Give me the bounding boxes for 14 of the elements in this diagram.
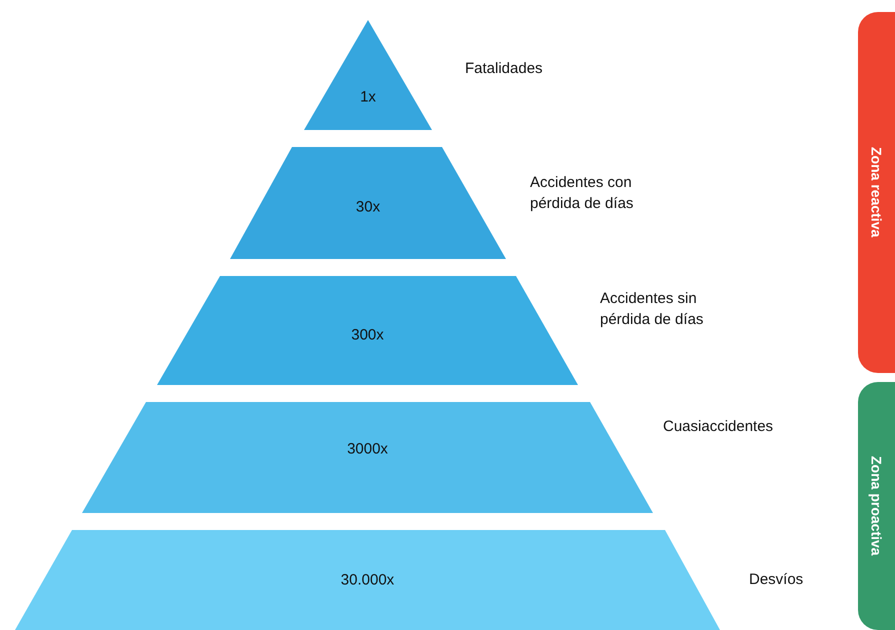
tier-caption: Accidentes sin pérdida de días — [600, 289, 704, 330]
zone-label: Zona reactiva — [868, 147, 884, 238]
tier-caption: Fatalidades — [465, 59, 544, 79]
ratio-label: 300x — [351, 326, 384, 344]
ratio-label: 1x — [360, 88, 376, 106]
zone-band — [858, 12, 895, 373]
zone-label: Zona proactiva — [868, 456, 884, 556]
tier-caption: Desvíos — [749, 570, 804, 590]
ratio-label: 30x — [356, 198, 380, 216]
tier-caption: Accidentes con pérdida de días — [530, 173, 634, 214]
ratio-label: 30.000x — [340, 572, 394, 588]
zone-band — [858, 382, 895, 630]
tier-caption: Cuasiaccidentes — [663, 417, 774, 437]
ratio-label: 3000x — [347, 440, 388, 458]
